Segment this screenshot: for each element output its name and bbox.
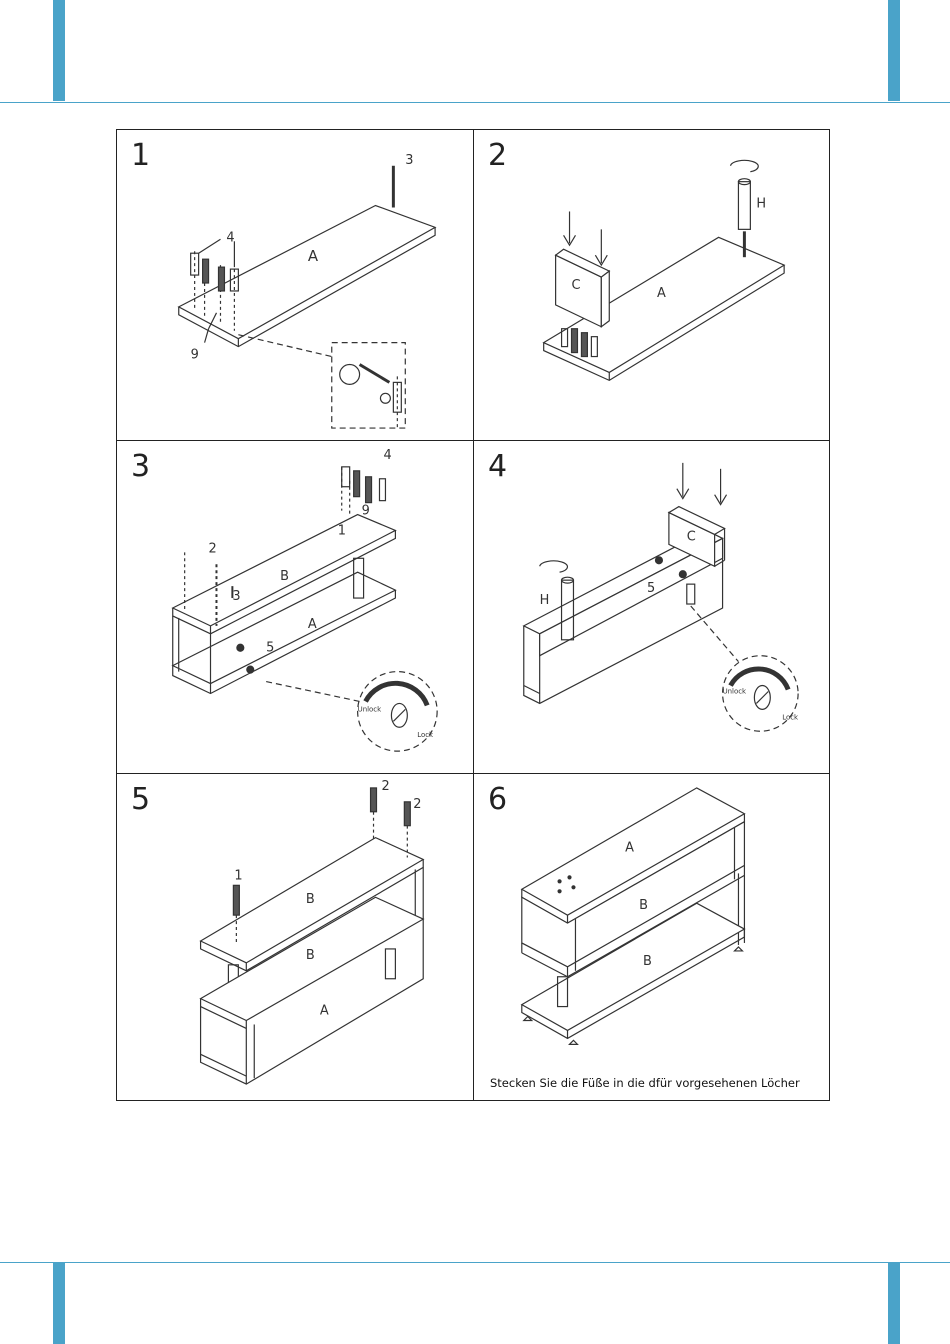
- step-5-illustration: B B A 1 2 2: [117, 774, 473, 1100]
- step-5-panel: B B A 1 2 2 5: [116, 773, 474, 1101]
- step-2-label-h: H: [756, 197, 766, 212]
- step-1-label-4: 4: [226, 230, 234, 245]
- footer-left-bar: [53, 1263, 65, 1344]
- step-1-label-9: 9: [191, 348, 199, 363]
- step-4-label-c: C: [687, 529, 696, 544]
- step-3-label-3: 3: [232, 589, 240, 604]
- header-rule: [0, 102, 950, 103]
- step-3-label-1: 1: [338, 523, 346, 538]
- step-2-number: 2: [488, 138, 507, 173]
- step-4-panel: C H 5 Unlock Lock 4: [473, 440, 830, 774]
- step-3-label-lock: Lock: [417, 731, 433, 739]
- step-3-illustration: B A 1 2 3 4 5 9 Unlock Lock: [117, 441, 473, 773]
- step-1-illustration: A 3 4 9: [117, 130, 473, 440]
- step-3-panel: B A 1 2 3 4 5 9 Unlock Lock 3: [116, 440, 474, 774]
- step-5-label-b1: B: [306, 892, 315, 907]
- step-4-label-h: H: [540, 593, 550, 608]
- step-5-label-b2: B: [306, 948, 315, 963]
- step-3-label-b: B: [280, 569, 289, 584]
- step-1-label-3: 3: [405, 153, 413, 168]
- footer-right-bar: [888, 1263, 900, 1344]
- step-3-label-9: 9: [362, 504, 370, 519]
- step-6-label-b1: B: [639, 898, 648, 913]
- step-4-label-lock: Lock: [782, 713, 798, 721]
- step-6-label-a: A: [625, 841, 634, 856]
- step-3-number: 3: [131, 449, 150, 484]
- step-4-number: 4: [488, 449, 507, 484]
- header-left-bar: [53, 0, 65, 101]
- step-3-label-4: 4: [383, 448, 391, 463]
- step-4-label-unlock: Unlock: [723, 687, 746, 695]
- step-2-label-a: A: [657, 286, 666, 301]
- step-2-label-c: C: [572, 278, 581, 293]
- step-5-label-2a: 2: [381, 779, 389, 794]
- footer-rule: [0, 1262, 950, 1263]
- step-6-label-b2: B: [643, 954, 652, 969]
- step-1-label-a: A: [308, 247, 319, 265]
- step-5-label-2b: 2: [413, 797, 421, 812]
- step-3-label-5: 5: [266, 641, 274, 656]
- step-2-panel: C A H 2: [473, 129, 830, 441]
- step-2-illustration: C A H: [474, 130, 829, 440]
- step-3-label-unlock: Unlock: [358, 705, 381, 713]
- step-4-illustration: C H 5 Unlock Lock: [474, 441, 829, 773]
- step-6-illustration: A B B: [474, 774, 829, 1100]
- step-6-number: 6: [488, 782, 507, 817]
- step-5-number: 5: [131, 782, 150, 817]
- step-6-caption: Stecken Sie die Füße in die dfür vorgese…: [490, 1076, 800, 1090]
- step-3-label-a: A: [308, 617, 317, 632]
- step-5-label-a: A: [320, 1004, 329, 1019]
- step-1-number: 1: [131, 138, 150, 173]
- instruction-grid: A 3 4 9 1: [116, 129, 830, 1101]
- header-right-bar: [888, 0, 900, 101]
- step-6-panel: A B B 6 Stecken Sie die Füße in die dfür…: [473, 773, 830, 1101]
- step-1-panel: A 3 4 9 1: [116, 129, 474, 441]
- step-5-label-1: 1: [234, 868, 242, 883]
- step-4-label-5: 5: [647, 581, 655, 596]
- step-3-label-2: 2: [209, 541, 217, 556]
